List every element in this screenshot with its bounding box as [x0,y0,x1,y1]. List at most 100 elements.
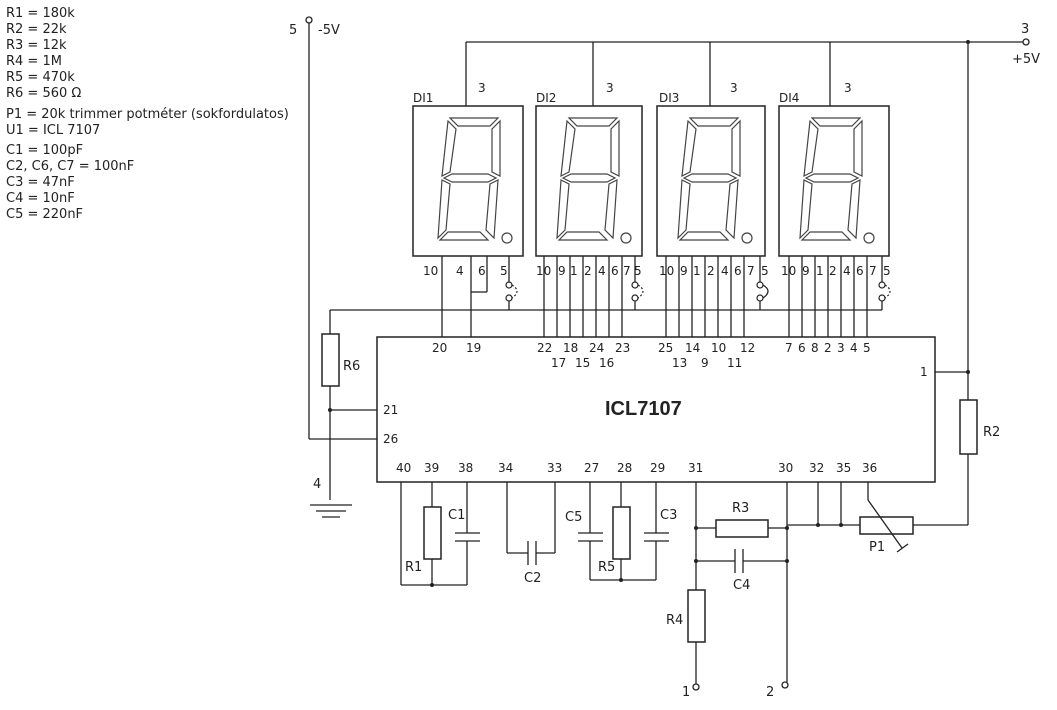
terminal-2-icon [781,681,789,689]
svg-text:6: 6 [856,264,864,278]
svg-text:9: 9 [680,264,688,278]
svg-text:13: 13 [672,356,687,370]
svg-text:5: 5 [634,264,642,278]
svg-text:4: 4 [850,341,858,355]
terminal-5-icon [305,16,313,24]
svg-text:10: 10 [711,341,726,355]
svg-text:11: 11 [727,356,742,370]
svg-text:27: 27 [584,461,599,475]
display-di2: DI2 3 [535,81,643,257]
svg-text:7: 7 [747,264,755,278]
svg-text:6: 6 [478,264,486,278]
svg-text:35: 35 [836,461,851,475]
c5-label: C5 [565,510,582,525]
display-di1: DI1 3 [412,81,524,257]
svg-text:12: 12 [740,341,755,355]
c4-label: C4 [733,578,750,593]
svg-text:17: 17 [551,356,566,370]
svg-text:4: 4 [456,264,464,278]
seven-segment-icon [677,117,753,244]
svg-text:22: 22 [537,341,552,355]
svg-text:2: 2 [829,264,837,278]
svg-text:36: 36 [862,461,877,475]
svg-text:5: 5 [863,341,871,355]
svg-text:9: 9 [558,264,566,278]
svg-text:4: 4 [721,264,729,278]
svg-text:7: 7 [785,341,793,355]
svg-text:9: 9 [701,356,709,370]
svg-text:4: 4 [843,264,851,278]
svg-text:25: 25 [658,341,673,355]
c2-capacitor: C2 [506,482,556,586]
seven-segment-icon [799,117,875,244]
svg-text:26: 26 [383,432,398,446]
part-c5: C5 = 220nF [6,207,83,222]
power-rails: 5 -5V 3 +5V [289,16,1040,440]
part-r1: R1 = 180k [6,6,75,21]
svg-text:5: 5 [883,264,891,278]
part-c4: C4 = 10nF [6,191,75,206]
svg-text:2: 2 [707,264,715,278]
terminal-5-number: 5 [289,23,297,38]
terminal-3-number: 3 [1021,22,1029,37]
part-r3: R3 = 12k [6,38,67,53]
svg-text:5: 5 [761,264,769,278]
svg-text:33: 33 [547,461,562,475]
seven-segment-icon [556,117,632,244]
display-di4-label: DI4 [779,91,799,105]
display-bus-wires [441,256,868,337]
svg-text:32: 32 [809,461,824,475]
c2-label: C2 [524,571,541,586]
part-r2: R2 = 22k [6,22,67,37]
terminal-1-number: 1 [682,685,690,700]
ground-icon: 4 [310,477,352,518]
terminal-4-number: 4 [313,477,321,492]
svg-text:18: 18 [563,341,578,355]
terminal-3-icon [1022,38,1030,46]
p1-trimmer: P1 [787,482,914,555]
part-r6: R6 = 560 Ω [6,86,81,101]
svg-text:5: 5 [500,264,508,278]
svg-text:29: 29 [650,461,665,475]
svg-text:30: 30 [778,461,793,475]
part-c1: C1 = 100pF [6,143,83,158]
display-di1-label: DI1 [413,91,433,105]
r1-label: R1 [405,560,422,575]
icl7107-chip: ICL7107 20 19 22 18 24 23 17 15 16 25 14… [376,336,936,483]
svg-text:19: 19 [466,341,481,355]
part-r5: R5 = 470k [6,70,75,85]
display-di3-label: DI3 [659,91,679,105]
terminal-3-label: +5V [1012,52,1040,67]
r2-branch: R2 [913,370,1000,526]
svg-text:6: 6 [611,264,619,278]
r1-c1-network: C1 R1 [400,482,480,587]
svg-text:16: 16 [599,356,614,370]
r6-label: R6 [343,359,360,374]
r4-label: R4 [666,613,683,628]
terminal-1-icon [692,683,700,691]
svg-text:10: 10 [423,264,438,278]
part-r4: R4 = 1M [6,54,62,69]
svg-text:21: 21 [383,403,398,417]
svg-text:2: 2 [824,341,832,355]
r2-label: R2 [983,425,1000,440]
part-p1: P1 = 20k trimmer potméter (sokfordulatos… [6,107,289,122]
part-c3: C3 = 47nF [6,175,75,190]
svg-text:34: 34 [498,461,513,475]
svg-text:23: 23 [615,341,630,355]
display-di4: DI4 3 [778,81,890,257]
svg-text:3: 3 [478,81,486,95]
terminal-2-number: 2 [766,685,774,700]
svg-text:39: 39 [424,461,439,475]
svg-text:24: 24 [589,341,604,355]
display-di3: DI3 3 [656,81,766,257]
input-network: 1 R3 C4 R4 2 [666,482,789,700]
svg-text:3: 3 [606,81,614,95]
svg-text:38: 38 [458,461,473,475]
display-di2-label: DI2 [536,91,556,105]
svg-text:3: 3 [837,341,845,355]
chip-name: ICL7107 [605,398,682,420]
svg-text:9: 9 [802,264,810,278]
svg-text:1: 1 [816,264,824,278]
seven-segment-icon [437,117,513,244]
